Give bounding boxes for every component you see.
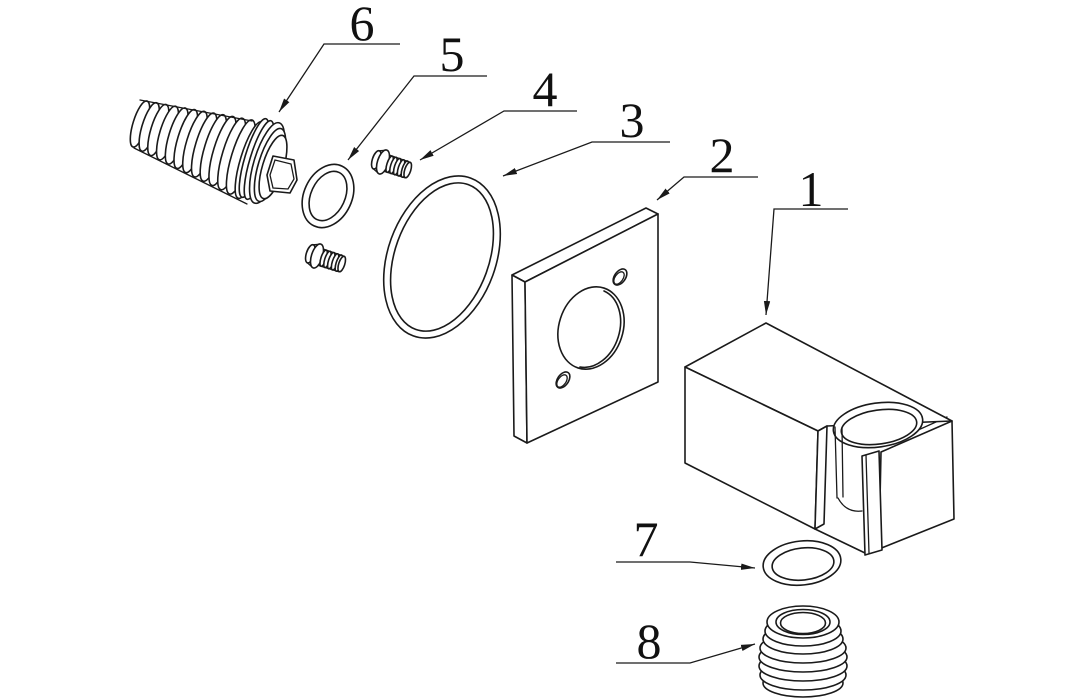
callout-6-leader: [278, 43, 400, 113]
callout-2-label: 2: [710, 127, 735, 183]
callout-4: 4: [419, 61, 577, 161]
callout-3-label: 3: [620, 92, 645, 148]
part-6-threaded-plug: [129, 99, 298, 205]
callout-7: 7: [616, 511, 756, 570]
plate-center-hole: [557, 286, 625, 370]
callout-3: 3: [502, 92, 670, 177]
part-2-mounting-plate: [511, 207, 659, 444]
callout-4-label: 4: [533, 61, 558, 117]
plate-screw-hole-top: [612, 268, 628, 286]
part-4-screw-lower: [304, 243, 347, 273]
callout-4-leader: [419, 110, 577, 161]
callout-7-label: 7: [634, 511, 659, 567]
callout-8: 8: [616, 613, 756, 669]
callout-6: 6: [278, 0, 400, 113]
part-3-large-o-ring: [382, 175, 502, 339]
bracket-clip-cutout: [832, 401, 924, 449]
part-5-washer: [301, 163, 355, 229]
callout-1-label: 1: [799, 161, 824, 217]
part-7-small-o-ring: [762, 539, 842, 587]
callout-1-leader: [763, 208, 848, 316]
callout-3-leader: [502, 141, 670, 177]
callout-8-label: 8: [637, 613, 662, 669]
callout-5-leader: [347, 75, 487, 161]
callout-2: 2: [656, 127, 758, 201]
part-4-screw-upper: [370, 149, 413, 179]
callout-1: 1: [763, 161, 848, 316]
part-8-threaded-adapter: [758, 605, 848, 698]
callout-5-label: 5: [440, 26, 465, 82]
callout-2-leader: [656, 176, 758, 201]
callout-7-leader: [616, 561, 756, 570]
hex-socket: [266, 155, 298, 194]
plate-screw-hole-bottom: [555, 371, 571, 389]
callout-8-leader: [616, 643, 756, 664]
callout-6-label: 6: [350, 0, 375, 51]
part-1-bracket-body: [684, 322, 955, 556]
callout-5: 5: [347, 26, 487, 161]
